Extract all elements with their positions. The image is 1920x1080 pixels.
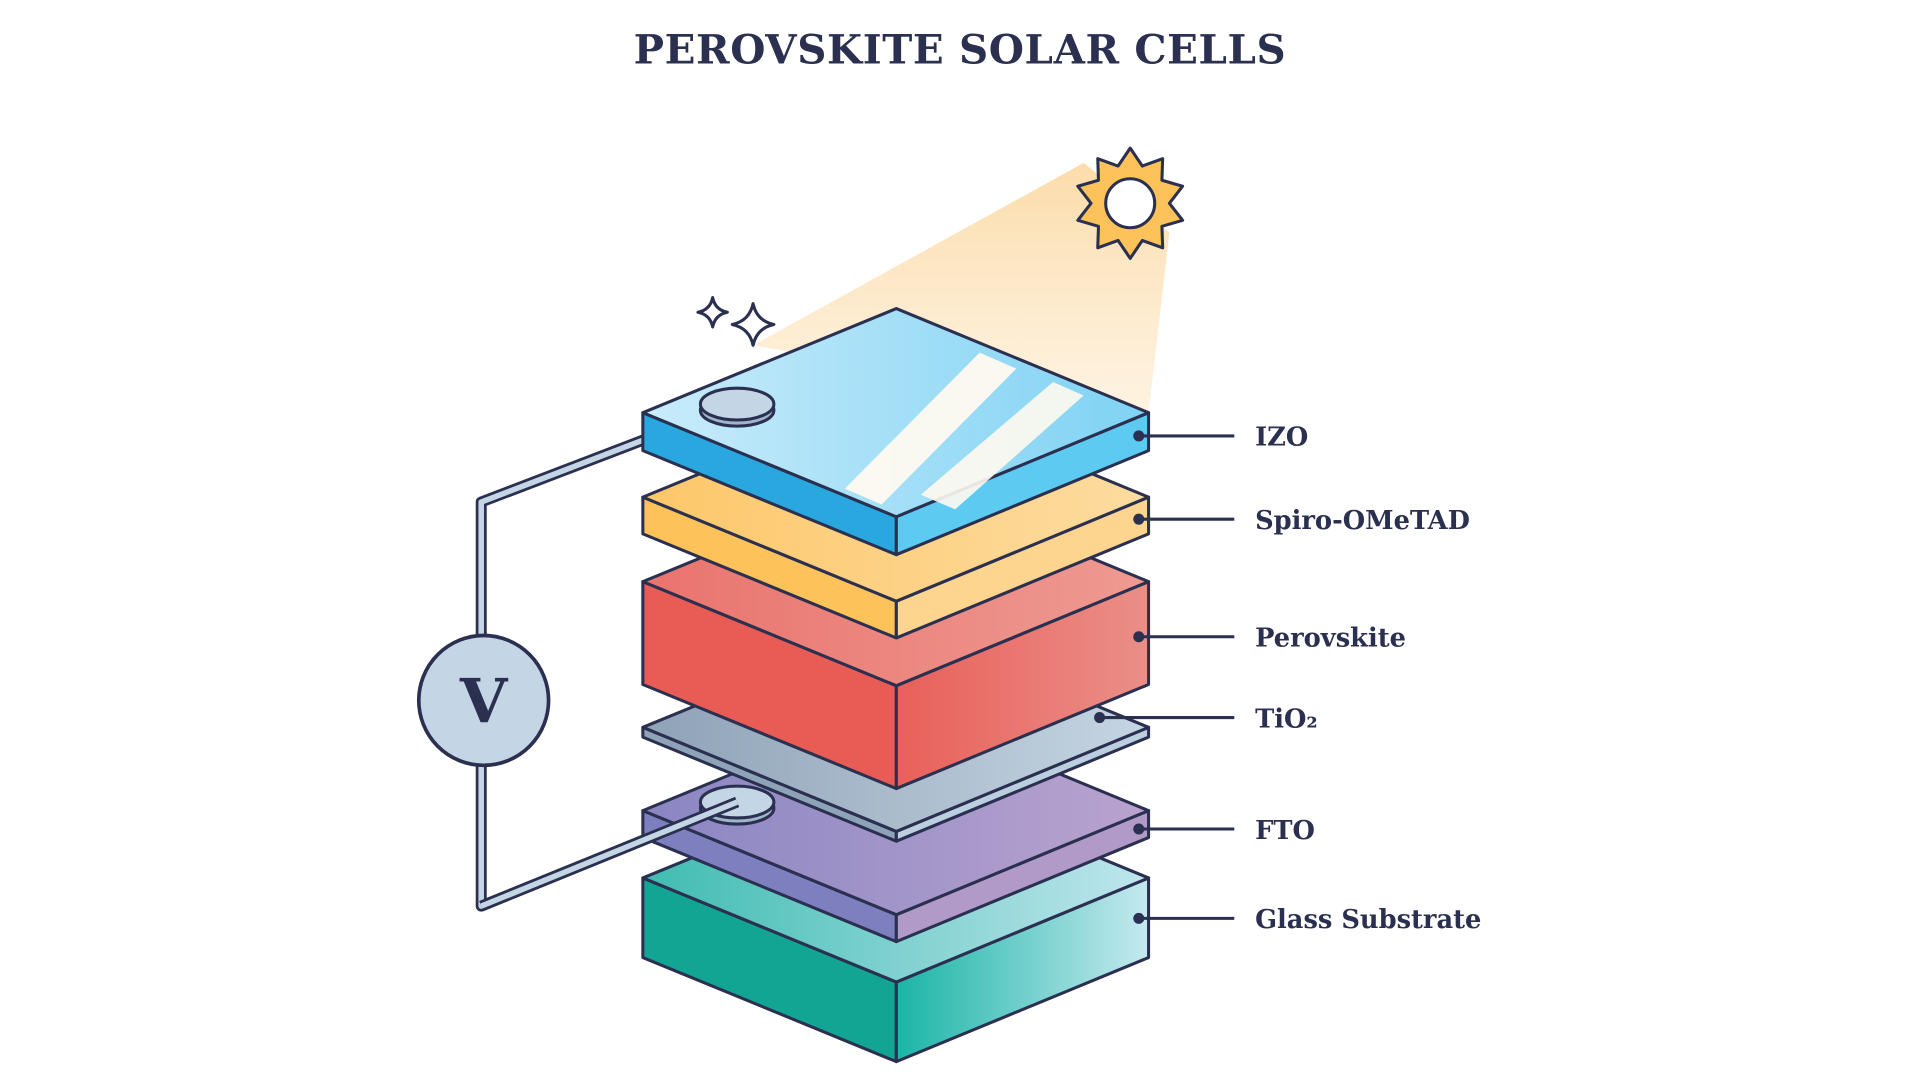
- top-electrode: [698, 386, 776, 428]
- sun-icon: [1076, 146, 1185, 260]
- layer-slab-0: [641, 307, 1151, 557]
- leader-dot: [1133, 823, 1145, 835]
- layer-name: IZO: [1255, 423, 1308, 453]
- leader-dot: [1094, 712, 1106, 724]
- layer-label-4: FTO: [1133, 816, 1315, 846]
- voltmeter-symbol: V: [459, 666, 509, 737]
- layer-name: FTO: [1255, 816, 1315, 846]
- bottom-electrode: [479, 784, 776, 912]
- layer-name: Perovskite: [1255, 624, 1406, 654]
- layer-label-2: Perovskite: [1133, 624, 1406, 654]
- layer-name: TiO₂: [1255, 704, 1318, 734]
- layer-label-0: IZO: [1133, 423, 1308, 453]
- leader-dot: [1133, 513, 1145, 525]
- layer-name: Spiro-OMeTAD: [1255, 506, 1470, 536]
- layer-label-5: Glass Substrate: [1133, 905, 1481, 935]
- voltmeter: V: [416, 633, 551, 768]
- layer-label-1: Spiro-OMeTAD: [1133, 506, 1470, 536]
- leader-dot: [1133, 912, 1145, 924]
- leader-dot: [1133, 631, 1145, 643]
- layer-label-3: TiO₂: [1094, 704, 1318, 734]
- page-title: PEROVSKITE SOLAR CELLS: [634, 26, 1287, 74]
- layer-name: Glass Substrate: [1255, 905, 1481, 935]
- sparkle-icon: [696, 296, 776, 347]
- leader-dot: [1133, 430, 1145, 442]
